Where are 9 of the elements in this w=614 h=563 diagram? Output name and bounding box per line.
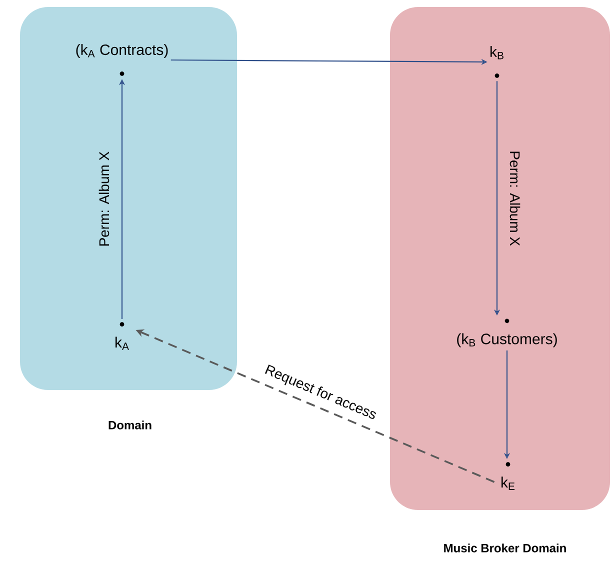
key-label: k$_{E}$	[502, 462, 515, 490]
key-label: (k$_{B}$ Customers)	[457, 318, 557, 348]
edge-label: Perm: Album X	[510, 152, 520, 246]
domain-heading: Domain	[108, 420, 152, 430]
key-label: k$_{B}$	[490, 46, 504, 78]
key-label: k$_{A}$	[116, 322, 129, 350]
domain-heading: Music Broker Domain	[444, 544, 566, 552]
key-label: (k$_{A}$ Contracts)	[76, 44, 168, 76]
edge-label: Perm: Album X	[98, 152, 110, 246]
